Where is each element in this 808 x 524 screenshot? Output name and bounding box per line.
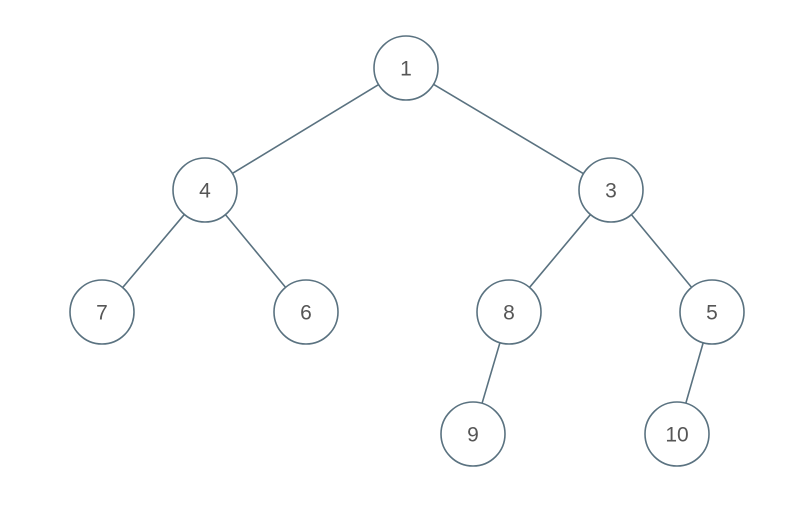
tree-edge-4-6: [224, 213, 287, 289]
tree-node-1[interactable]: 1: [373, 35, 439, 101]
tree-edge-3-5: [630, 213, 693, 289]
node-label-1: 1: [400, 58, 412, 81]
node-label-7: 7: [96, 302, 108, 325]
node-circle-9[interactable]: [440, 401, 506, 467]
nodes-group: 1 4 3 7 6 8 5 9 10: [69, 35, 745, 467]
tree-node-4[interactable]: 4: [172, 157, 238, 223]
node-circle-4[interactable]: [172, 157, 238, 223]
tree-edge-8-9: [481, 341, 501, 405]
node-label-5: 5: [706, 302, 718, 325]
node-label-6: 6: [300, 302, 312, 325]
tree-node-6[interactable]: 6: [273, 279, 339, 345]
node-circle-8[interactable]: [476, 279, 542, 345]
node-label-9: 9: [467, 424, 479, 447]
node-label-8: 8: [503, 302, 515, 325]
tree-node-5[interactable]: 5: [679, 279, 745, 345]
node-circle-5[interactable]: [679, 279, 745, 345]
tree-node-3[interactable]: 3: [578, 157, 644, 223]
tree-edge-4-7: [121, 213, 186, 289]
tree-node-7[interactable]: 7: [69, 279, 135, 345]
node-circle-10[interactable]: [644, 401, 710, 467]
edges-group: [121, 83, 704, 405]
tree-edge-5-10: [685, 341, 704, 405]
tree-node-10[interactable]: 10: [644, 401, 710, 467]
node-label-3: 3: [605, 180, 617, 203]
node-circle-3[interactable]: [578, 157, 644, 223]
node-circle-1[interactable]: [373, 35, 439, 101]
tree-edge-1-4: [231, 83, 380, 175]
tree-edge-3-8: [528, 213, 592, 289]
tree-node-8[interactable]: 8: [476, 279, 542, 345]
node-circle-7[interactable]: [69, 279, 135, 345]
node-label-10: 10: [665, 424, 688, 447]
node-circle-6[interactable]: [273, 279, 339, 345]
node-label-4: 4: [199, 180, 211, 203]
tree-node-9[interactable]: 9: [440, 401, 506, 467]
tree-edge-1-3: [432, 83, 585, 175]
